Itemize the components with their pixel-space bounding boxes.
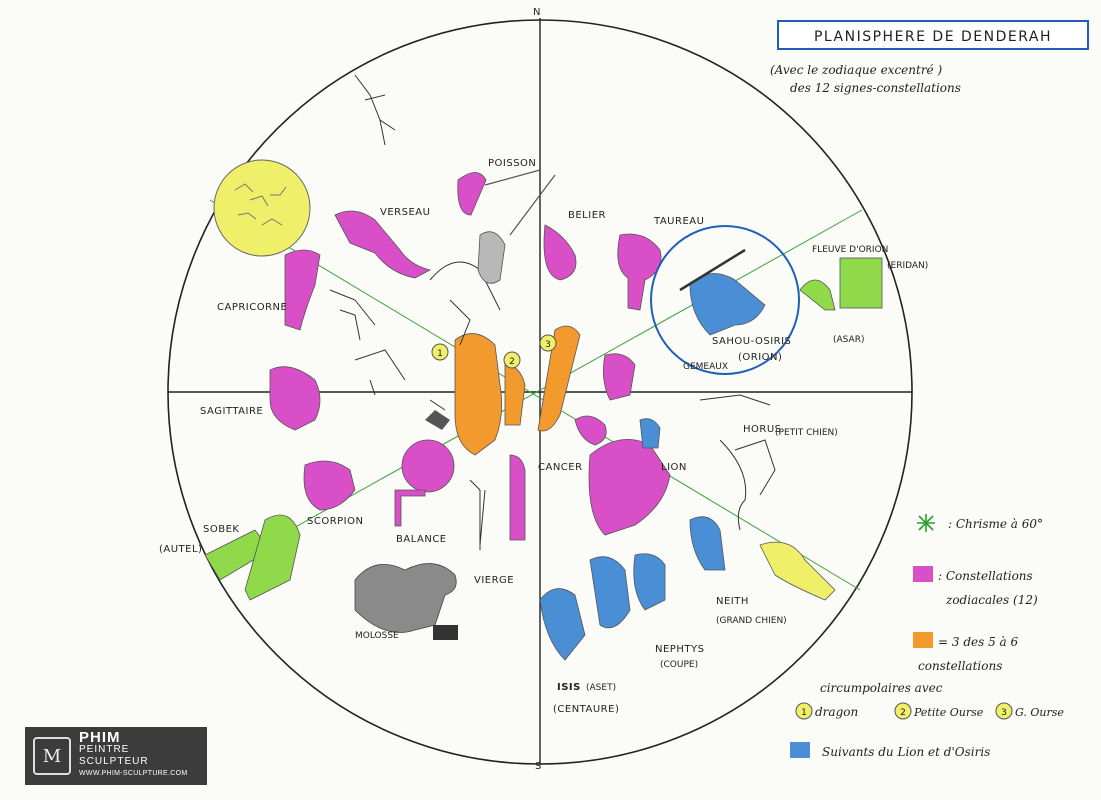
label-sobek: SOBEK: [203, 524, 239, 535]
orion-ring: [650, 225, 800, 375]
legend-pink-swatch: [913, 566, 933, 582]
label-coupe: (COUPE): [660, 660, 698, 670]
green-figures: [204, 257, 883, 601]
legend-orange-line1: = 3 des 5 à 6: [938, 635, 1018, 649]
label-vierge: VIERGE: [474, 575, 514, 586]
label-balance: BALANCE: [396, 534, 447, 545]
constellation-labels: POISSON BELIER TAUREAU VERSEAU CAPRICORN…: [159, 158, 928, 715]
label-poisson: POISSON: [488, 158, 536, 169]
label-petit-chien: (PETIT CHIEN): [775, 428, 838, 438]
blue-figures: [539, 273, 766, 661]
label-grand-chien: (GRAND CHIEN): [716, 616, 787, 626]
marker-2-label: 2: [509, 357, 515, 367]
label-eridan: (ERIDAN): [887, 261, 928, 271]
subtitle-line1: (Avec le zodiaque excentré ): [770, 63, 942, 77]
molosse-figure: [354, 563, 457, 633]
legend-orange-line3: circumpolaires avec: [820, 681, 943, 695]
green-diagonal-2: [214, 209, 863, 573]
label-horus: HORUS: [743, 424, 782, 435]
label-lion: LION: [661, 462, 687, 473]
label-sahou-osiris: SAHOU-OSIRIS: [712, 336, 791, 347]
label-verseau: VERSEAU: [380, 207, 430, 218]
molosse-pedestal: [433, 625, 458, 640]
label-neith: NEITH: [716, 596, 749, 607]
legend-orange-swatch: [913, 632, 933, 648]
label-capricorne: CAPRICORNE: [217, 302, 287, 313]
legend: : Chrisme à 60° : Constellations zodiaca…: [790, 514, 1064, 759]
legend-blue-text: Suivants du Lion et d'Osiris: [822, 745, 990, 759]
poisson-line: [484, 169, 556, 236]
marker-3-label: 3: [545, 340, 551, 350]
watermark-brand: PHIM: [79, 729, 121, 746]
yellow-disk-figures: [234, 183, 287, 226]
label-belier: BELIER: [568, 210, 606, 221]
subtitle-line2: des 12 signes-constellations: [790, 81, 961, 95]
legend-orange-line2: constellations: [918, 659, 1002, 673]
phim-logo-icon: M: [33, 737, 71, 775]
title-box: [777, 20, 1089, 50]
legend-circle-2: [894, 702, 912, 720]
marker-2: 2: [503, 351, 521, 369]
label-asar: (ASAR): [833, 335, 864, 345]
sketch-figures: [329, 74, 776, 550]
legend-circle-1-text: dragon: [815, 705, 858, 719]
label-isis: ISIS: [557, 682, 581, 693]
legend-circle-3: [995, 702, 1013, 720]
legend-pink-line2: zodiacales (12): [945, 593, 1038, 607]
yellow-disk: [213, 159, 311, 257]
compass-south: S: [535, 761, 542, 772]
label-cancer: CANCER: [538, 462, 583, 473]
label-scorpion: SCORPION: [307, 516, 363, 527]
orion-staff: [679, 248, 746, 292]
watermark-line1: PEINTRE: [79, 744, 130, 755]
marker-1: 1: [431, 343, 449, 361]
label-orion: (ORION): [738, 352, 782, 363]
watermark-line2: SCULPTEUR: [79, 756, 149, 767]
legend-circle-1-num: 1: [801, 708, 807, 718]
legend-circle-2-text: Petite Ourse: [913, 706, 984, 719]
legend-blue-swatch: [790, 742, 810, 758]
legend-pink-line1: : Constellations: [938, 569, 1033, 583]
legend-star-text: : Chrisme à 60°: [948, 517, 1043, 531]
legend-star-icon: [917, 514, 935, 532]
yellow-figure: [759, 541, 836, 601]
marker-3: 3: [539, 334, 557, 352]
label-autel: (AUTEL): [159, 544, 202, 555]
label-sagittaire: SAGITTAIRE: [200, 406, 263, 417]
legend-circle-3-text: G. Ourse: [1015, 706, 1064, 719]
marker-1-label: 1: [437, 349, 443, 359]
compass-north: N: [533, 7, 541, 18]
label-nephtys: NEPHTYS: [655, 644, 704, 655]
orange-figures: [454, 325, 581, 456]
gray-figure-2: [425, 410, 450, 430]
label-molosse: MOLOSSE: [355, 631, 399, 641]
legend-circle-3-num: 3: [1001, 708, 1007, 718]
label-gemeaux: GEMEAUX: [683, 362, 728, 372]
label-fleuve-orion: FLEUVE D'ORION: [812, 245, 888, 255]
gray-figure-1: [477, 231, 506, 284]
label-taureau: TAUREAU: [653, 216, 704, 227]
pink-figures: [269, 172, 671, 541]
legend-circle-2-num: 2: [900, 708, 906, 718]
page-title: PLANISPHERE DE DENDERAH: [814, 29, 1052, 45]
label-centaure: (CENTAURE): [553, 704, 619, 715]
legend-circle-1: [795, 702, 813, 720]
watermark-url: WWW.PHIM-SCULPTURE.COM: [79, 770, 188, 777]
watermark: M PHIM PEINTRE SCULPTEUR WWW.PHIM-SCULPT…: [25, 727, 207, 785]
label-aset: (ASET): [586, 683, 616, 693]
